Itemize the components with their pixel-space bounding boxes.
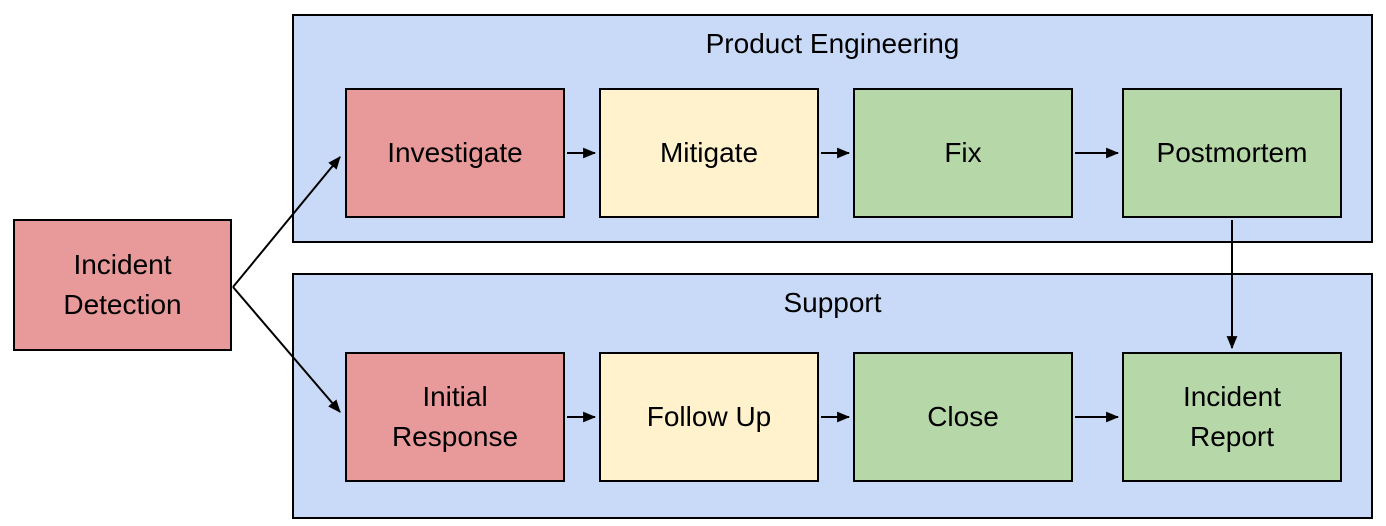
lane-title-support: Support — [783, 287, 882, 318]
node-close: Close — [853, 352, 1073, 482]
node-incident-report: Incident Report — [1122, 352, 1342, 482]
lane-title-product-engineering: Product Engineering — [705, 28, 960, 59]
node-mitigate: Mitigate — [599, 88, 819, 218]
node-initial-response: Initial Response — [345, 352, 565, 482]
node-fix: Fix — [853, 88, 1073, 218]
node-incident-detection: Incident Detection — [13, 219, 232, 351]
node-investigate: Investigate — [345, 88, 565, 218]
node-follow-up: Follow Up — [599, 352, 819, 482]
node-postmortem: Postmortem — [1122, 88, 1342, 218]
